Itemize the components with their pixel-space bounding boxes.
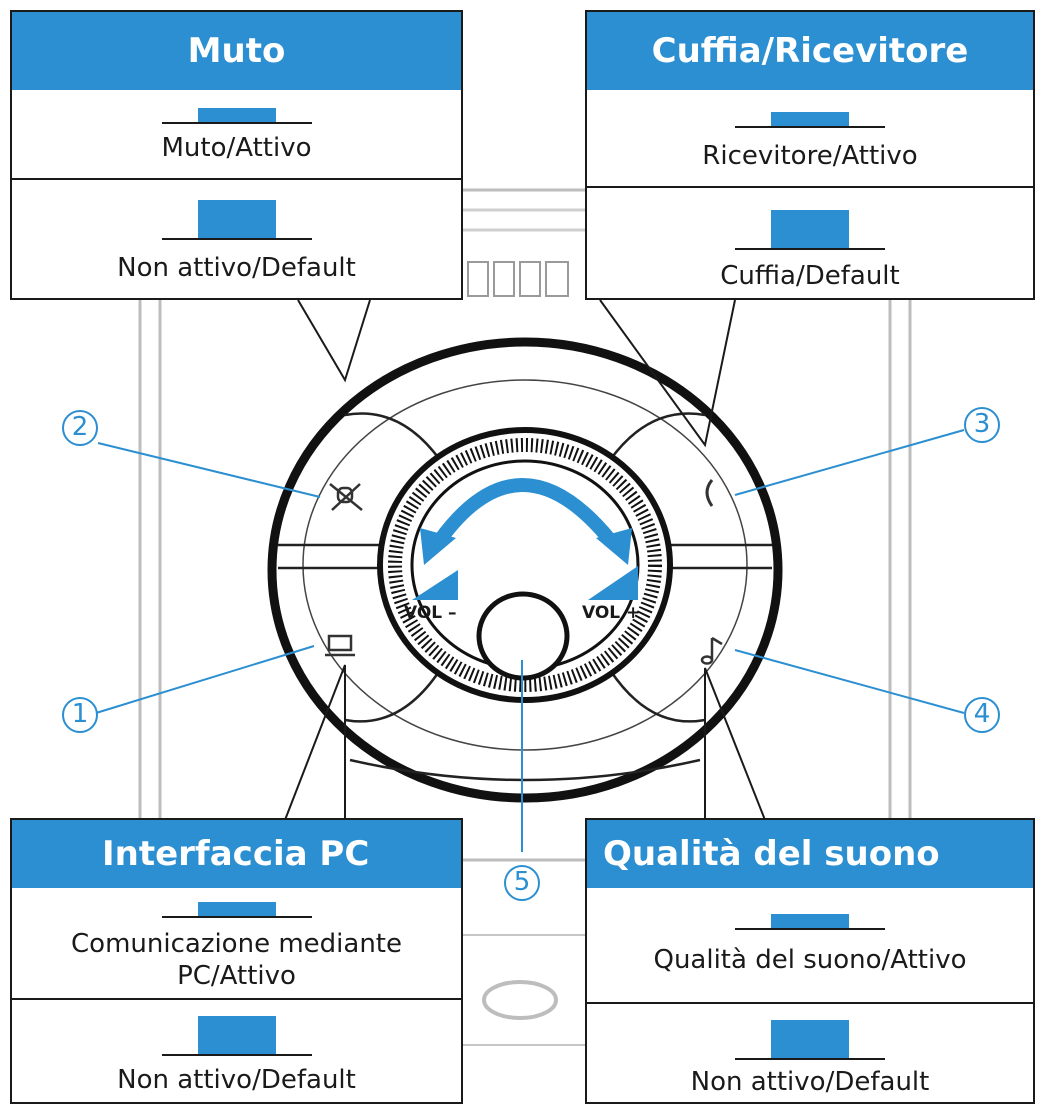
control-dial <box>267 337 783 803</box>
switch-up-icon <box>735 914 885 930</box>
switch-up-icon <box>161 902 312 918</box>
callout-5: 5 <box>513 867 531 897</box>
pc-active-label-line2: PC/Attivo <box>177 961 296 991</box>
callout-circle-5 <box>504 865 540 901</box>
mute-default-label: Non attivo/Default <box>117 253 356 283</box>
music-note-icon <box>700 636 723 665</box>
mute-row-default: Non attivo/Default <box>12 178 461 298</box>
headset-receiver-panel: Cuffia/Ricevitore Ricevitore/Attivo Cuff… <box>585 10 1035 300</box>
brand-ghost-logo <box>467 261 569 297</box>
switch-up-icon <box>161 108 312 124</box>
mute-active-label: Muto/Attivo <box>161 133 312 163</box>
headset-receiver-panel-title: Cuffia/Ricevitore <box>587 12 1033 90</box>
mute-row-active: Muto/Attivo <box>12 90 461 178</box>
callout-1: 1 <box>71 699 89 729</box>
switch-up-icon <box>735 112 885 128</box>
sound-active-label: Qualità del suono/Attivo <box>653 945 967 975</box>
callout-circle-2 <box>62 410 98 446</box>
callout-leader-lines <box>95 429 965 852</box>
callout-3: 3 <box>973 409 991 439</box>
vol-plus-icon <box>588 566 638 600</box>
pc-default-label: Non attivo/Default <box>117 1065 356 1095</box>
phone-receiver-icon <box>705 479 714 507</box>
pc-row-active: Comunicazione mediante PC/Attivo <box>12 888 461 998</box>
mute-panel-title: Muto <box>12 12 461 90</box>
vol-minus-label: VOL – <box>404 603 457 623</box>
callout-4: 4 <box>973 699 991 729</box>
device-base <box>138 188 912 862</box>
callout-circle-1 <box>62 697 98 733</box>
switch-down-icon <box>735 1020 885 1060</box>
headset-row-default: Cuffia/Default <box>587 186 1033 298</box>
callout-2: 2 <box>71 412 89 442</box>
pc-interface-panel: Interfaccia PC Comunicazione mediante PC… <box>10 818 463 1104</box>
vol-plus-label: VOL + <box>582 603 641 623</box>
pc-row-default: Non attivo/Default <box>12 998 461 1102</box>
pc-icon <box>325 634 355 657</box>
sound-row-active: Qualità del suono/Attivo <box>587 888 1033 1002</box>
receiver-row-active: Ricevitore/Attivo <box>587 90 1033 186</box>
headset-default-label: Cuffia/Default <box>720 261 900 291</box>
pc-interface-panel-title: Interfaccia PC <box>12 820 461 888</box>
switch-down-icon <box>735 210 885 250</box>
receiver-active-label: Ricevitore/Attivo <box>702 141 918 171</box>
panel-leader-lines <box>284 299 766 821</box>
bottom-connector <box>439 934 601 1046</box>
sound-quality-panel: Qualità del suono Qualità del suono/Atti… <box>585 818 1035 1104</box>
mute-icon <box>329 483 363 511</box>
sound-default-label: Non attivo/Default <box>690 1067 930 1097</box>
switch-down-icon <box>161 200 312 240</box>
sound-row-default: Non attivo/Default <box>587 1002 1033 1102</box>
sound-quality-panel-title: Qualità del suono <box>587 820 1033 888</box>
volume-arrow <box>434 478 616 545</box>
switch-down-icon <box>161 1016 312 1056</box>
callout-circle-3 <box>964 407 1000 443</box>
pc-active-label-line1: Comunicazione mediante <box>71 929 402 959</box>
mute-panel: Muto Muto/Attivo Non attivo/Default <box>10 10 463 300</box>
callout-circle-4 <box>964 697 1000 733</box>
vol-minus-icon <box>412 570 458 600</box>
